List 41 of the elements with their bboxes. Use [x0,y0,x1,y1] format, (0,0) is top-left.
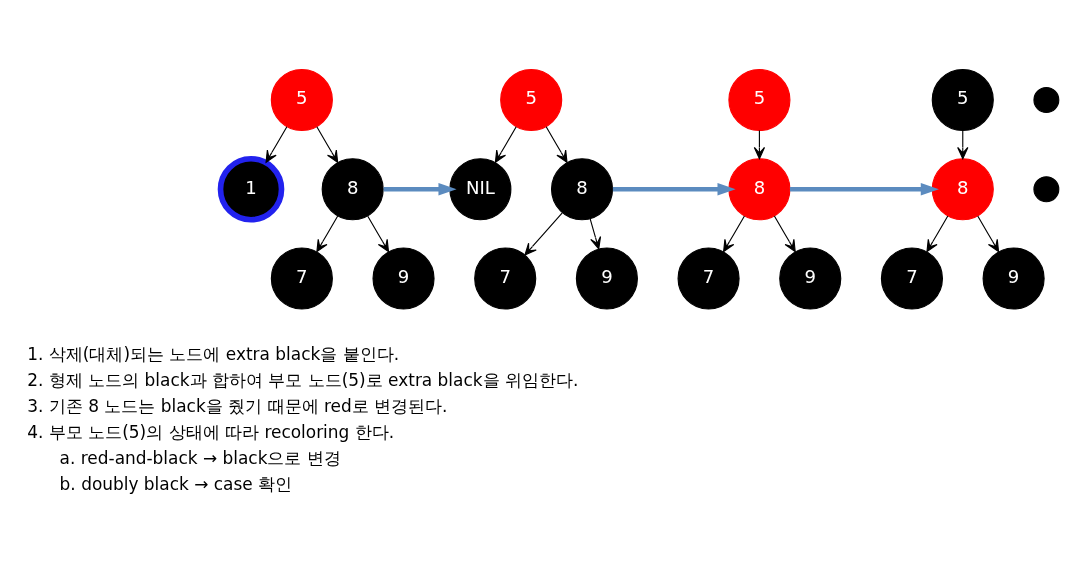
node-circle [1033,86,1060,113]
label: 3. 기존 8 노드는 black을 줬기 때문에 red로 변경된다. [27,395,448,416]
arrow [545,125,568,163]
arrow [494,125,517,163]
arrow [316,125,339,163]
arrow [316,214,339,252]
node-circle: 8 [931,157,994,220]
node-circle: 7 [474,246,537,310]
node-circle: 9 [372,246,435,310]
arrow [383,182,457,196]
node-circle: NIL [449,157,512,220]
node-circle: 8 [550,157,614,220]
arrow [524,211,563,256]
arrow [773,214,796,252]
label: 2. 형제 노드의 black과 합하여 부모 노드(5)로 extra black을 위임한다. [27,369,579,390]
arrow [926,214,949,252]
node-circle: 5 [728,68,791,131]
arrow [790,182,939,196]
arrow [977,214,1000,252]
node-circle: 5 [270,68,333,131]
node-circle: 8 [321,157,384,220]
label: b. doubly black → case 확인 [59,473,293,494]
node-circle: 5 [931,68,994,131]
node-circle: 5 [500,68,563,131]
arrow [589,217,602,249]
node-circle: 7 [270,246,333,310]
label: 4. 부모 노드(5)의 상태에 따라 recoloring 한다. [27,421,395,442]
node-circle: 7 [880,246,943,310]
arrow [265,125,288,163]
node-circle: 9 [575,246,638,310]
node-circle: 9 [982,246,1045,310]
label: 1. 삭제(대체)되는 노드에 extra black을 붙인다. [27,343,400,364]
node-circle: 1 [217,155,285,223]
arrow [723,214,745,252]
label: a. red-and-black → black으로 변경 [59,447,341,468]
arrow [367,214,390,252]
node-circle [1033,175,1060,202]
node-circle: 7 [677,246,740,310]
node-circle: 8 [728,157,791,220]
arrow [612,182,736,196]
node-circle: 9 [779,246,842,310]
